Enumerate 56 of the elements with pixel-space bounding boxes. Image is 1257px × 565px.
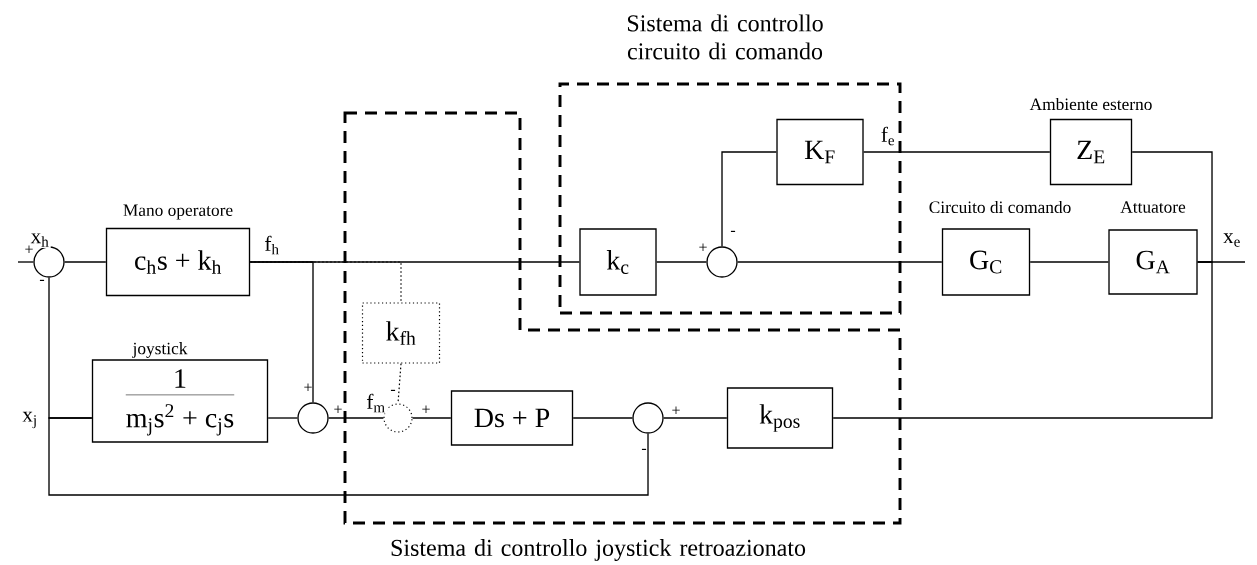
node-label: Sistema di controllo circuito di comando [627,14,823,60]
signal-label: x$_{e}$ [1221,231,1243,249]
signal-line [411,417,452,419]
signal-label: f$_{m}$ [365,392,388,414]
summing-junction [706,246,738,278]
signal-line [249,261,314,403]
signal-line [1131,151,1213,263]
signal-line [64,261,107,263]
signal-line [863,151,1051,153]
signal-label: x$_{h}$ [29,232,51,248]
transfer-function-block: K$_{F}$ [776,118,864,186]
signal-line [656,261,707,263]
signal-line [572,417,633,419]
summing-junction [632,402,664,434]
block-caption: joystick [132,342,188,358]
transfer-function-block: G$_{A}$ [1108,229,1198,295]
sign-label: - [641,448,647,450]
signal-line [328,417,385,419]
signal-line [48,417,649,496]
block-caption: Circuito di comando [929,200,1071,214]
sign-label: + [672,406,680,414]
transfer-function-block: Z$_{E}$ [1049,118,1133,186]
transfer-function-block: c$_{h}$s + k$_{h}$ [105,227,251,297]
signal-line [1029,261,1109,263]
transfer-function-block: 1 m$_{j}$s$^{2}$ + c$_{j}$s [91,359,269,443]
transfer-function-block: G$_{C}$ [941,228,1031,296]
sign-label: + [25,245,33,253]
block-caption: Attuatore [1120,201,1186,213]
transfer-function-block: k$_{pos}$ [726,387,834,449]
signal-label: f$_{h}$ [263,234,281,256]
signal-line [249,261,402,303]
signal-label: f$_{e}$ [879,125,897,147]
transfer-function-block: k$_{fh}$ [361,302,441,364]
sign-label: - [730,230,736,232]
sign-label: + [699,243,707,251]
signal-line [721,151,777,247]
transfer-function-block: Ds + P [450,390,574,446]
sign-label: + [334,405,342,413]
sign-label: - [39,279,45,281]
node-label: Sistema di controllo joystick retroazionato [391,539,806,561]
block-caption: Ambiente esterno [1029,97,1152,111]
signal-line [663,417,728,419]
block-caption: Mano operatore [123,204,233,220]
summing-junction [297,402,329,434]
signal-line [737,261,943,263]
signal-line [397,363,402,404]
sign-label: + [304,383,312,391]
sign-label: - [390,389,396,391]
sign-label: + [422,405,430,413]
signal-label: x$_{j}$ [20,410,40,430]
signal-line [832,261,1213,419]
transfer-function-block: k$_{c}$ [579,228,657,296]
signal-line [17,261,34,263]
summing-junction [33,246,65,278]
signal-line [267,417,298,419]
summing-junction [383,403,413,433]
